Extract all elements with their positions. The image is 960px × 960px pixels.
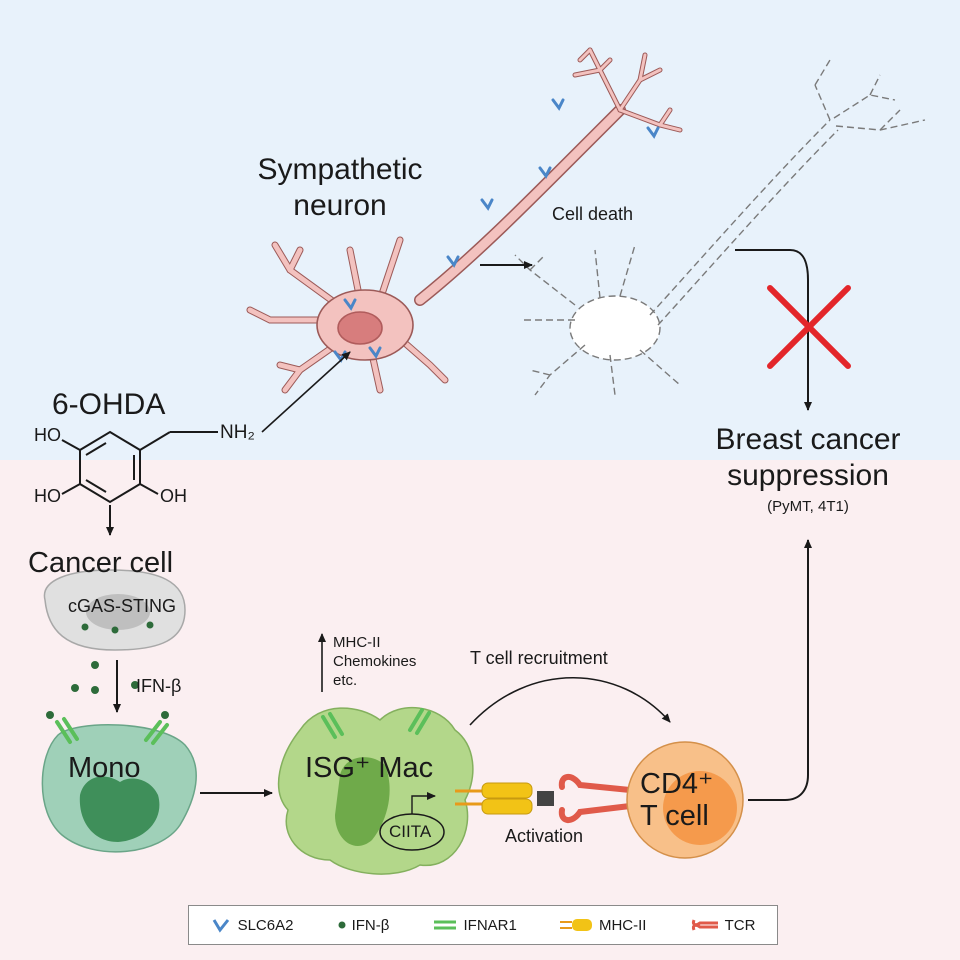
mac-ifnar1-markers — [321, 708, 431, 739]
tcell-to-outcome-arrow — [748, 539, 812, 801]
ifn-beta-icon — [338, 921, 346, 929]
ifnar1-icon — [434, 920, 457, 930]
neuron-label: Sympathetic neuron — [225, 152, 455, 224]
neuron-nucleus — [337, 311, 383, 345]
sympathetic-neuron — [246, 47, 683, 394]
ifn-beta-label: IFN-β — [136, 676, 182, 696]
outcome-line1: Breast cancer — [715, 423, 901, 456]
legend: SLC6A2 IFN-β IFNAR1 MHC-II TCR — [188, 905, 778, 945]
cell-death-label: Cell death — [552, 204, 634, 224]
tcr-complex — [558, 774, 633, 823]
peptide-antigen — [537, 791, 554, 806]
slc6a2-markers — [333, 98, 660, 363]
outcome-line2: suppression — [727, 459, 889, 492]
upregulated-etc: etc. — [333, 672, 358, 689]
6-ohda-structure — [61, 430, 218, 504]
legend-item-ifn-beta: IFN-β — [337, 916, 390, 934]
recruitment-label: T cell recruitment — [470, 648, 608, 668]
legend-item-slc6a2: SLC6A2 — [211, 916, 294, 934]
ifn-beta-dot — [111, 626, 119, 634]
substituent-oh: OH — [160, 486, 187, 506]
mac-label: ISG⁺ Mac — [305, 752, 434, 784]
neuron-label-line1: Sympathetic — [257, 153, 423, 186]
legend-label-slc6a2: SLC6A2 — [237, 916, 294, 934]
outcome-label: Breast cancer suppression (PyMT, 4T1) — [668, 422, 948, 520]
top-background — [0, 0, 960, 460]
activation-label: Activation — [505, 826, 584, 846]
ifn-beta-dot — [146, 621, 154, 629]
bottom-background — [0, 460, 960, 960]
outcome-models: (PyMT, 4T1) — [767, 498, 849, 515]
substituent-nh2: NH₂ — [220, 422, 255, 443]
t-cell-label-line2: T cell — [640, 800, 709, 832]
drug-to-neuron-arrow — [261, 351, 351, 433]
cgas-sting-label: cGAS-STING — [68, 596, 177, 616]
legend-item-ifnar1: IFNAR1 — [432, 916, 517, 934]
mhc-ii-icon — [559, 919, 592, 931]
upregulated-list: MHC-II Chemokines etc. — [333, 633, 416, 690]
t-cell-label: CD4⁺ T cell — [640, 768, 713, 832]
ifnar1-markers — [55, 717, 169, 745]
cancer-cell-label: Cancer cell — [28, 547, 174, 579]
neuron-label-line2: neuron — [293, 189, 387, 222]
cd4-t-cell — [626, 741, 744, 859]
upregulated-chemokines: Chemokines — [333, 653, 417, 670]
upregulated-mhc-ii: MHC-II — [333, 634, 381, 651]
legend-item-tcr: TCR — [690, 916, 756, 934]
drug-name: 6-OHDA — [52, 388, 166, 421]
death-to-outcome-arrow — [735, 249, 812, 411]
ifn-beta-dot — [81, 623, 89, 631]
ciita-label: CIITA — [389, 822, 432, 841]
legend-item-mhc-ii: MHC-II — [559, 916, 647, 934]
block-cross — [767, 285, 851, 369]
legend-label-ifn-beta: IFN-β — [351, 916, 390, 934]
t-cell-label-line1: CD4⁺ — [640, 768, 714, 800]
legend-label-ifnar1: IFNAR1 — [463, 916, 517, 934]
legend-label-tcr: TCR — [724, 916, 756, 934]
substituent-ho-top: HO — [34, 425, 61, 445]
slc6a2-icon — [212, 919, 229, 933]
mono-label: Mono — [68, 752, 141, 784]
dead-neuron — [514, 59, 926, 396]
mhc-ii-complex — [455, 782, 533, 815]
substituent-ho-bottom-left: HO — [34, 486, 61, 506]
legend-label-mhc-ii: MHC-II — [598, 916, 647, 934]
tcr-icon — [691, 919, 718, 931]
t-cell-recruitment-arrow — [469, 676, 671, 726]
isg-macrophage — [277, 706, 474, 875]
cancer-cell — [43, 569, 186, 651]
ciita-transcription-arrow — [411, 792, 436, 814]
secreted-ifn-beta — [46, 661, 169, 719]
monocyte — [41, 724, 197, 853]
